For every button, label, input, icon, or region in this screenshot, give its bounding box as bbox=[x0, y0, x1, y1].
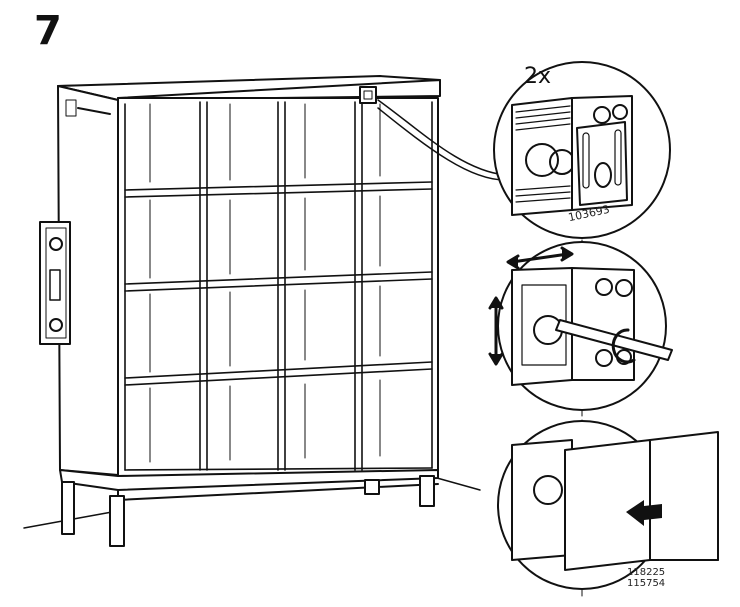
double-arrow-horizontal-icon bbox=[508, 248, 572, 268]
detail-circle-2 bbox=[490, 242, 672, 410]
quantity-label: 2x bbox=[524, 64, 552, 89]
double-arrow-vertical-icon bbox=[490, 298, 502, 364]
side-bracket-panel bbox=[40, 222, 70, 344]
step-number: 7 bbox=[34, 8, 62, 54]
detail-circle-1 bbox=[494, 62, 670, 238]
arrow-left-icon bbox=[626, 500, 662, 526]
part-number-2: 118225 bbox=[627, 567, 666, 578]
detail-circle-3 bbox=[498, 421, 718, 589]
part-number-3: 115754 bbox=[627, 578, 666, 589]
shelf-unit bbox=[58, 76, 505, 546]
